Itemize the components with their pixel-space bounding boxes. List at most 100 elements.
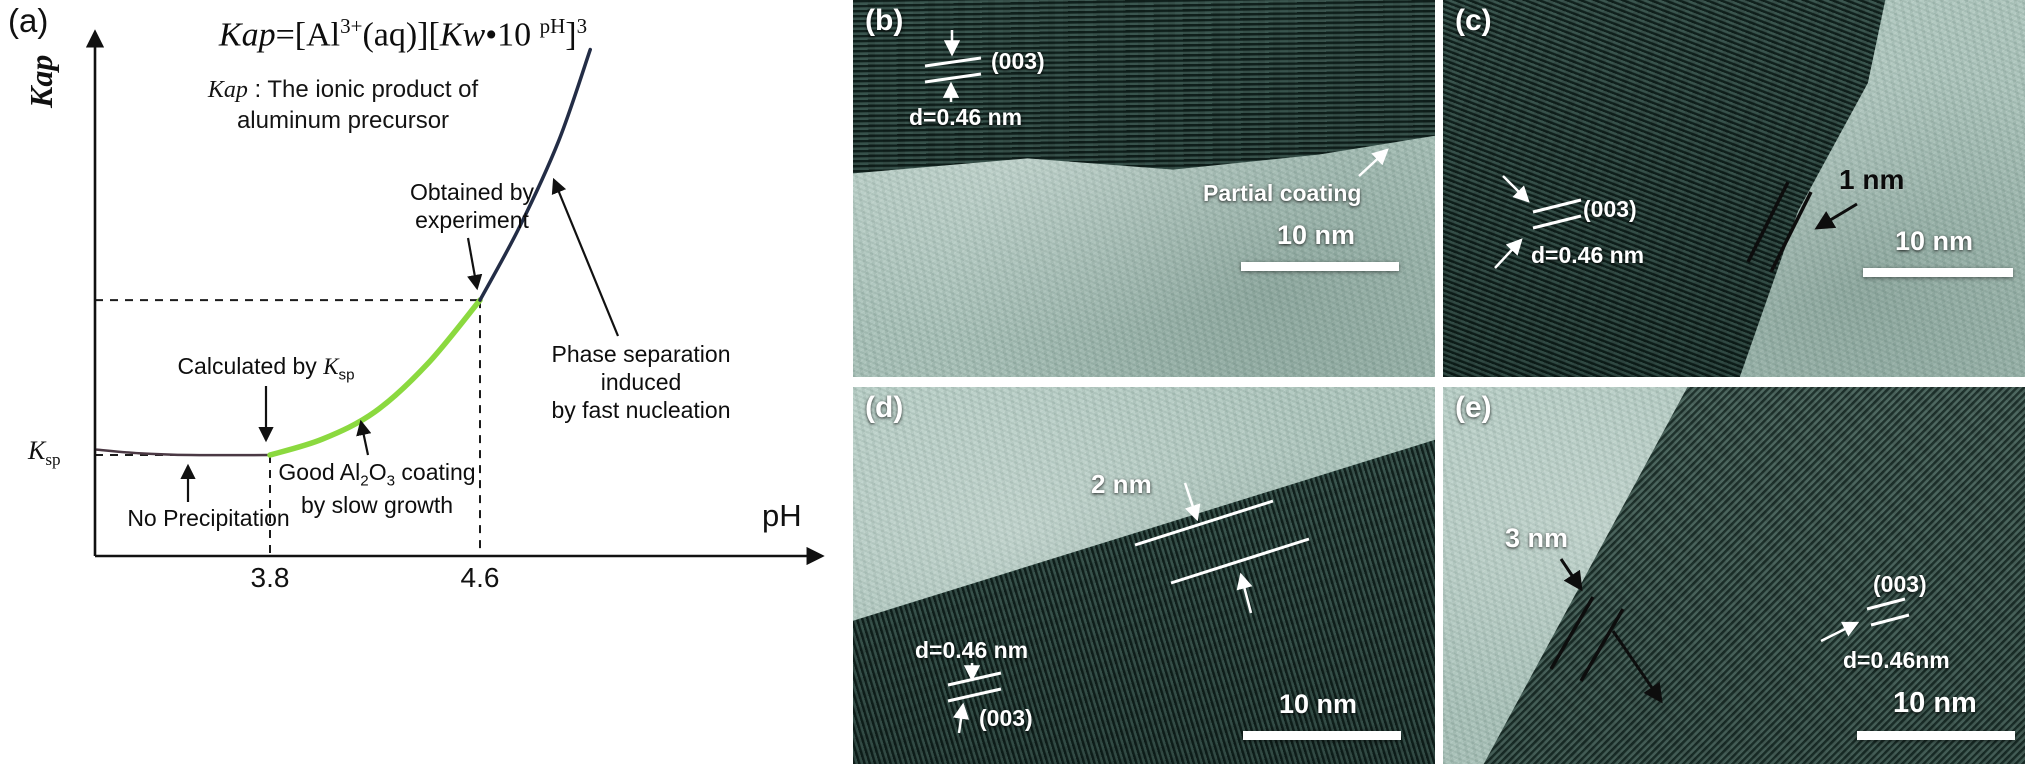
d-spacing-fringe-line (924, 72, 982, 84)
panel-c-annotations (1494, 175, 2013, 277)
x-tick-4-6: 4.6 (460, 562, 500, 593)
calculated-k: K (323, 354, 339, 379)
d-spacing-fringe-line (1866, 597, 1906, 611)
formula-caption-line2: aluminum precursor (236, 107, 450, 134)
ksp-k: K (28, 436, 46, 465)
d-spacing-fringe-line (1870, 613, 1910, 627)
coating-thickness-line (1579, 608, 1625, 682)
annotation-no-precipitation: No Precipitation (127, 505, 290, 531)
thickness-arrow-up (1236, 572, 1253, 614)
tem-panel-e: (e) 3 nm (003) d=0.46nm 10 nm (1443, 387, 2025, 764)
coating-thickness-label: 2 nm (1091, 469, 1152, 499)
scale-bar (1857, 731, 2015, 740)
phase-line1: Phase separation induced (551, 341, 731, 396)
arrow-good-coating (356, 419, 372, 456)
d-spacing-fringe-line (947, 687, 1002, 703)
formula-sup-al: 3+ (340, 14, 363, 38)
formula-close: ] (565, 16, 577, 54)
scale-bar (1241, 262, 1399, 271)
scale-label: 10 nm (1277, 220, 1356, 250)
good-p1: Good Al (278, 459, 361, 485)
panel-c-label: (c) (1455, 4, 1492, 37)
formula-dot10: •10 (485, 16, 540, 54)
formula-open: =[Al (275, 16, 341, 54)
annotation-good-coating: Good Al2O3 coating by slow growth (272, 458, 482, 519)
coating-interface-line (1170, 537, 1310, 585)
scale-label: 10 nm (1279, 689, 1358, 719)
formula-sup-ph: pH (539, 14, 566, 38)
coating-thickness-line (1746, 181, 1790, 263)
curve-group (95, 47, 592, 458)
d-spacing-label: d=0.46 nm (909, 104, 1023, 130)
annotation-obtained: Obtained by experiment (382, 178, 562, 234)
good-line2: by slow growth (300, 492, 454, 519)
ksp-reference-label: Ksp (28, 436, 61, 470)
tem-panel-c: (c) (003) d=0.46 nm 1 nm 10 nm (1443, 0, 2025, 377)
calculated-pre: Calculated by (177, 353, 324, 379)
partial-coating-label: Partial coating (1203, 180, 1362, 206)
ksp-sub: sp (45, 450, 61, 470)
good-p3: coating (395, 459, 476, 485)
d-spacing-arrow-up (1494, 238, 1523, 269)
panel-e-annotations (1549, 558, 2015, 740)
x-tick-3-8: 3.8 (250, 562, 290, 593)
good-line1: Good Al2O3 coating (272, 458, 482, 491)
panel-a-label: (a) (8, 2, 49, 39)
panel-d-annotations (947, 482, 1401, 740)
caption-kap: Kap (207, 77, 248, 103)
coating-thickness-label: 3 nm (1505, 523, 1569, 553)
curve-segment-0 (95, 448, 272, 457)
obtained-line1: Obtained by (409, 179, 535, 205)
good-s1: 2 (360, 472, 369, 490)
dashed-guides (95, 299, 481, 556)
formula-sup-3: 3 (576, 14, 588, 38)
good-p2: O (368, 459, 387, 485)
d-spacing-label: d=0.46nm (1843, 647, 1950, 673)
panel-e-label: (e) (1455, 391, 1492, 424)
good-s2: 3 (386, 472, 396, 490)
scale-bar (1243, 731, 1401, 740)
arrow-obtained (466, 237, 483, 291)
arrow-phase-separation (551, 177, 620, 337)
calculated-sub: sp (338, 366, 355, 384)
d-spacing-arrow (1820, 621, 1860, 643)
tem-panel-d: (d) 2 nm d=0.46 nm (003) 10 nm (853, 387, 1435, 764)
panel-b-label: (b) (865, 4, 904, 37)
curve-segment-1 (267, 297, 483, 458)
plane-003-label: (003) (1873, 571, 1927, 597)
d-spacing-label: d=0.46 nm (1531, 242, 1645, 268)
d-spacing-fringe-line (1532, 214, 1582, 230)
formula-kw: Kw (439, 16, 486, 54)
d-spacing-arrow-down (1502, 175, 1530, 203)
thickness-arrow-down (1183, 482, 1201, 522)
panel-a-schematic: Kap (a) Kap=[Al3+(aq)][Kw•10 pH]3 Kap : … (0, 0, 850, 764)
curve-segment-2 (478, 47, 592, 302)
panel-b-annotations (924, 30, 1399, 271)
interface-arrow (1611, 630, 1663, 704)
kap-ph-chart: Kap (23, 29, 825, 566)
scale-label: 10 nm (1893, 687, 1977, 719)
thickness-arrow (1814, 202, 1858, 230)
coating-surface-line (1134, 499, 1274, 547)
panel-d-label: (d) (865, 391, 904, 424)
formula-kap: Kap (218, 16, 276, 54)
x-axis-title: pH (762, 498, 802, 533)
d-spacing-fringe-line (924, 56, 982, 68)
phase-line2: by fast nucleation (551, 397, 731, 424)
thickness-arrow (1559, 558, 1583, 592)
annotation-phase-separation: Phase separation induced by fast nucleat… (516, 340, 766, 424)
obtained-line2: experiment (415, 207, 529, 234)
coating-thickness-line (1769, 191, 1813, 273)
formula-caption-line1: Kap : The ionic product of (118, 76, 568, 104)
annotation-calculated: Calculated by Ksp (146, 352, 386, 385)
formula-aq: (aq)][ (362, 16, 440, 54)
partial-coating-arrow (1358, 148, 1389, 177)
formula: Kap=[Al3+(aq)][Kw•10 pH]3 (118, 14, 688, 54)
plane-003-label: (003) (1583, 196, 1637, 222)
coating-thickness-label: 1 nm (1839, 164, 1905, 195)
caption-rest: : The ionic product of (247, 76, 479, 103)
d-spacing-fringe-line (1532, 198, 1582, 214)
y-axis-title: Kap (23, 55, 59, 109)
scale-bar (1863, 268, 2013, 277)
